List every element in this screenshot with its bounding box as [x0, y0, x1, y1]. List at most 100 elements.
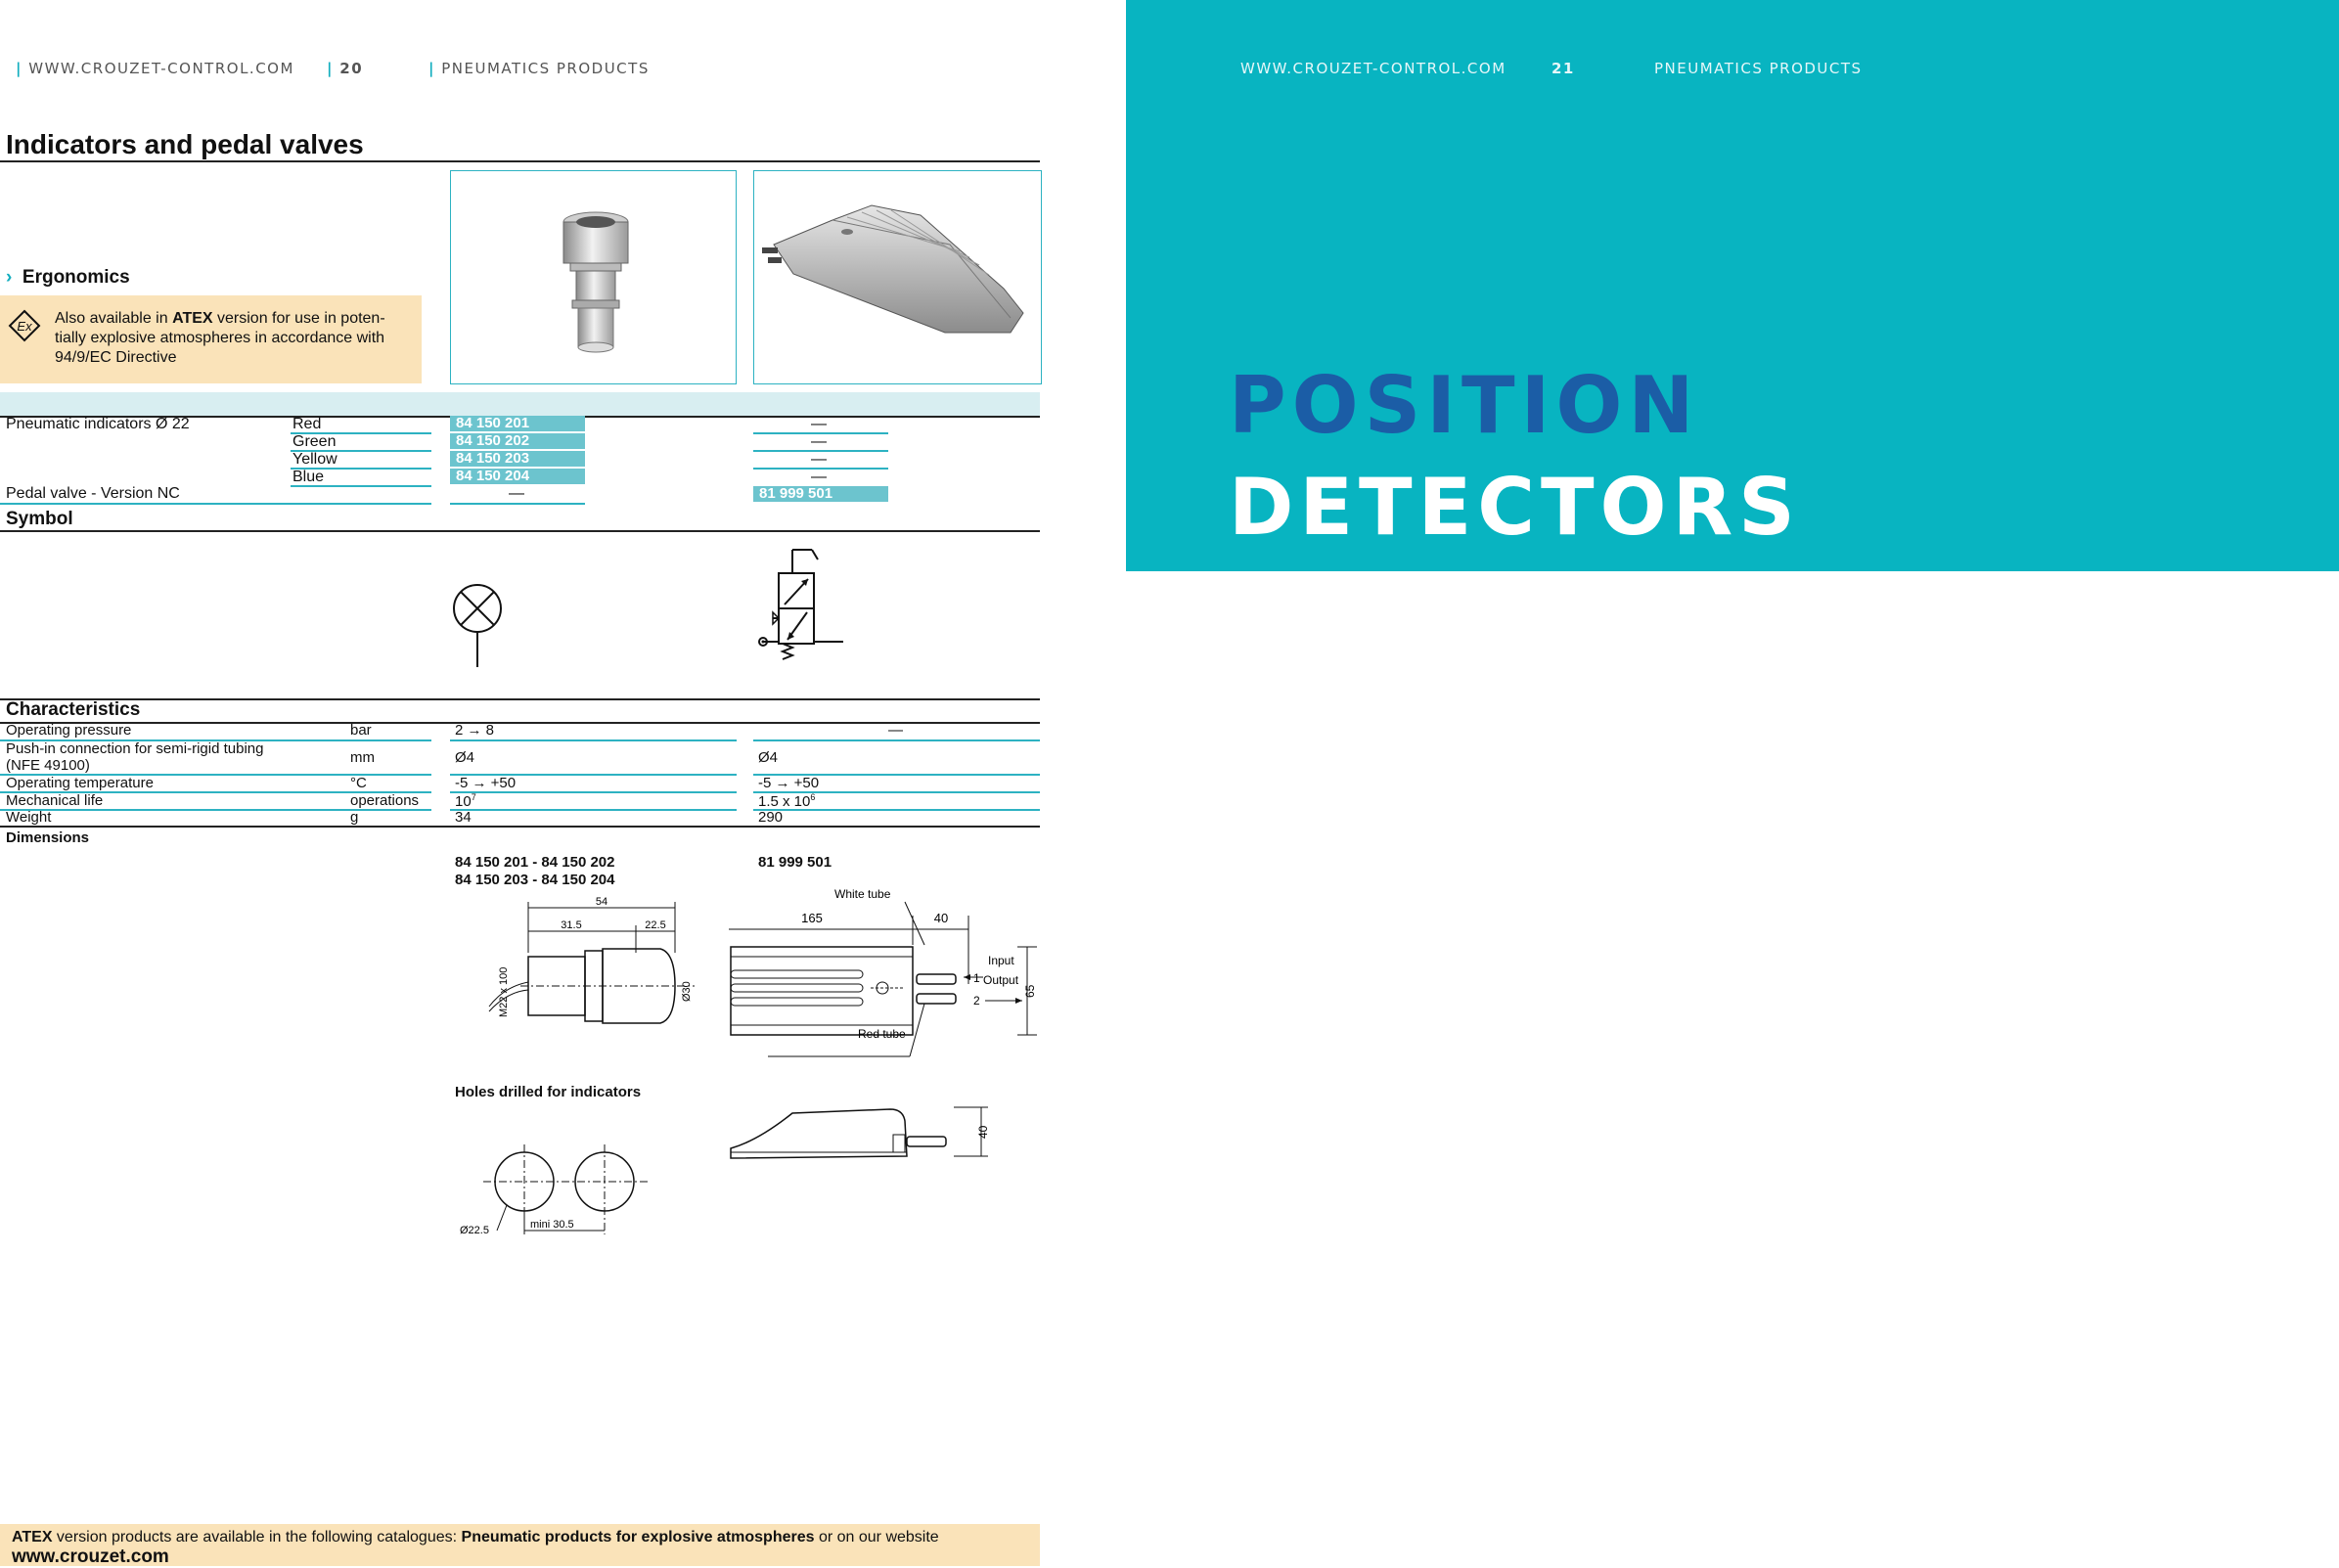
color-yellow: Yellow — [292, 451, 337, 468]
right-header-section: PNEUMATICS PRODUCTS — [1654, 60, 1863, 77]
header-site[interactable]: WWW.CROUZET-CONTROL.COM — [28, 60, 294, 77]
char-unit-pressure: bar — [350, 722, 372, 739]
char-name-pressure: Operating pressure — [6, 722, 132, 739]
svg-text:1: 1 — [973, 971, 980, 985]
holes-title: Holes drilled for indicators — [455, 1084, 642, 1100]
indicator-dimension-drawing: 54 31.5 22.5 M22 x 100 Ø30 — [450, 894, 704, 1046]
cover-panel: WWW.CROUZET-CONTROL.COM 21 PNEUMATICS PR… — [1126, 0, 2339, 571]
holes-drawing: mini 30.5 Ø22.5 — [450, 1144, 665, 1247]
svg-text:Ex: Ex — [17, 319, 32, 334]
code-84150204: 84 150 204 — [450, 469, 585, 484]
pedal-label: Pedal valve - Version NC — [6, 485, 180, 502]
life-base: 10 — [455, 793, 472, 810]
svg-text:40: 40 — [976, 1125, 990, 1139]
char-v1-temp: -5 → +50 — [455, 775, 517, 791]
footer-t1: version products are available in the fo… — [52, 1529, 462, 1546]
svg-text:Ø22.5: Ø22.5 — [460, 1225, 489, 1236]
left-header-page: | 20 — [327, 60, 364, 77]
cover-title-line1: POSITION — [1229, 360, 1700, 451]
pedal-top-view-drawing: White tube 165 40 Input 1 Output 2 65 Re… — [729, 886, 1042, 1067]
svg-text:40: 40 — [934, 911, 948, 925]
dash: — — [811, 469, 827, 485]
page-number: 20 — [339, 60, 364, 77]
table-header-band — [0, 392, 1040, 416]
atex-line1: version for use in poten- — [212, 310, 385, 327]
pedal-valve-symbol — [753, 544, 861, 671]
char-name-pushin: Push-in connection for semi-rigid tubing… — [6, 740, 263, 774]
ergonomics-heading: › Ergonomics — [6, 267, 130, 289]
header-section: PNEUMATICS PRODUCTS — [441, 60, 650, 77]
dash: — — [509, 485, 524, 502]
char-name-weight: Weight — [6, 809, 52, 826]
char-v1-pushin: Ø4 — [455, 749, 475, 766]
atex-bold: ATEX — [172, 310, 213, 327]
code-84150203: 84 150 203 — [450, 451, 585, 467]
symbol-heading: Symbol — [6, 509, 73, 529]
dash: — — [811, 451, 827, 468]
atex-prefix: Also available in — [55, 310, 173, 327]
dimensions-heading: Dimensions — [6, 829, 90, 846]
ind-title-1: 84 150 201 - 84 150 202 — [455, 854, 615, 871]
svg-text:65: 65 — [1023, 984, 1037, 998]
indicator-symbol — [445, 577, 514, 675]
atex-line2: tially explosive atmospheres in accordan… — [55, 330, 385, 346]
ergonomics-label: Ergonomics — [22, 267, 130, 288]
char-v2-weight: 290 — [758, 809, 784, 826]
char-v1-life: 107 — [455, 792, 476, 810]
life-base: 1.5 x 10 — [758, 793, 811, 810]
char-v2-pressure: — — [888, 722, 903, 739]
pedal-image — [753, 170, 1042, 384]
char-v1-pressure: 2 → 8 — [455, 722, 495, 739]
svg-text:165: 165 — [801, 911, 823, 925]
cover-title-line2: DETECTORS — [1229, 462, 1801, 553]
color-green: Green — [292, 433, 337, 450]
left-header-section: | PNEUMATICS PRODUCTS — [428, 60, 650, 77]
life-exp: 6 — [810, 792, 816, 802]
svg-text:54: 54 — [596, 896, 607, 908]
footer-b1: ATEX — [12, 1529, 53, 1546]
code-84150202: 84 150 202 — [450, 433, 585, 449]
atex-line3: 94/9/EC Directive — [55, 349, 177, 366]
color-blue: Blue — [292, 469, 325, 485]
pedal-dim-title: 81 999 501 — [758, 854, 832, 871]
footer-b2: Pneumatic products for explosive atmosph… — [461, 1529, 815, 1546]
left-header: | WWW.CROUZET-CONTROL.COM — [16, 60, 294, 77]
char-unit-life: operations — [350, 792, 420, 809]
characteristics-heading: Characteristics — [6, 699, 141, 720]
indicators-label: Pneumatic indicators Ø 22 — [6, 416, 190, 432]
svg-text:M22 x 100: M22 x 100 — [498, 967, 510, 1017]
char-v1-weight: 34 — [455, 809, 472, 826]
pedal-picture — [762, 204, 1024, 334]
svg-text:Output: Output — [983, 973, 1019, 987]
footer-note: ATEX version products are available in t… — [0, 1524, 1040, 1567]
svg-text:White tube: White tube — [834, 887, 891, 901]
indicator-picture — [562, 211, 629, 353]
page-title: Indicators and pedal valves — [6, 129, 364, 159]
svg-text:22.5: 22.5 — [645, 919, 665, 931]
svg-text:mini 30.5: mini 30.5 — [530, 1219, 574, 1231]
footer-url[interactable]: www.crouzet.com — [12, 1546, 169, 1567]
char-name-pushin-l2: (NFE 49100) — [6, 757, 90, 774]
right-header-page: 21 — [1552, 60, 1575, 77]
svg-text:Ø30: Ø30 — [681, 981, 693, 1002]
life-exp: 7 — [471, 792, 476, 802]
char-unit-pushin: mm — [350, 749, 375, 766]
footer-t2: or on our website — [814, 1529, 939, 1546]
indicator-image — [450, 170, 737, 384]
code-81999501: 81 999 501 — [753, 486, 888, 502]
indicator-dim-title: 84 150 201 - 84 150 202 84 150 203 - 84 … — [455, 854, 614, 889]
ind-title-2: 84 150 203 - 84 150 204 — [455, 872, 615, 888]
char-v2-temp: -5 → +50 — [758, 775, 820, 791]
svg-text:2: 2 — [973, 994, 980, 1008]
color-red: Red — [292, 416, 322, 432]
atex-ex-icon: Ex — [8, 309, 41, 342]
char-name-life: Mechanical life — [6, 792, 104, 809]
char-v2-pushin: Ø4 — [758, 749, 779, 766]
right-header-site[interactable]: WWW.CROUZET-CONTROL.COM — [1240, 60, 1507, 77]
svg-text:Input: Input — [988, 954, 1014, 967]
char-v2-life: 1.5 x 106 — [758, 792, 815, 810]
code-84150201: 84 150 201 — [450, 416, 585, 431]
dash: — — [811, 433, 827, 450]
atex-note: Ex Also available in ATEX version for us… — [0, 295, 422, 383]
footer-text: ATEX version products are available in t… — [12, 1529, 939, 1546]
